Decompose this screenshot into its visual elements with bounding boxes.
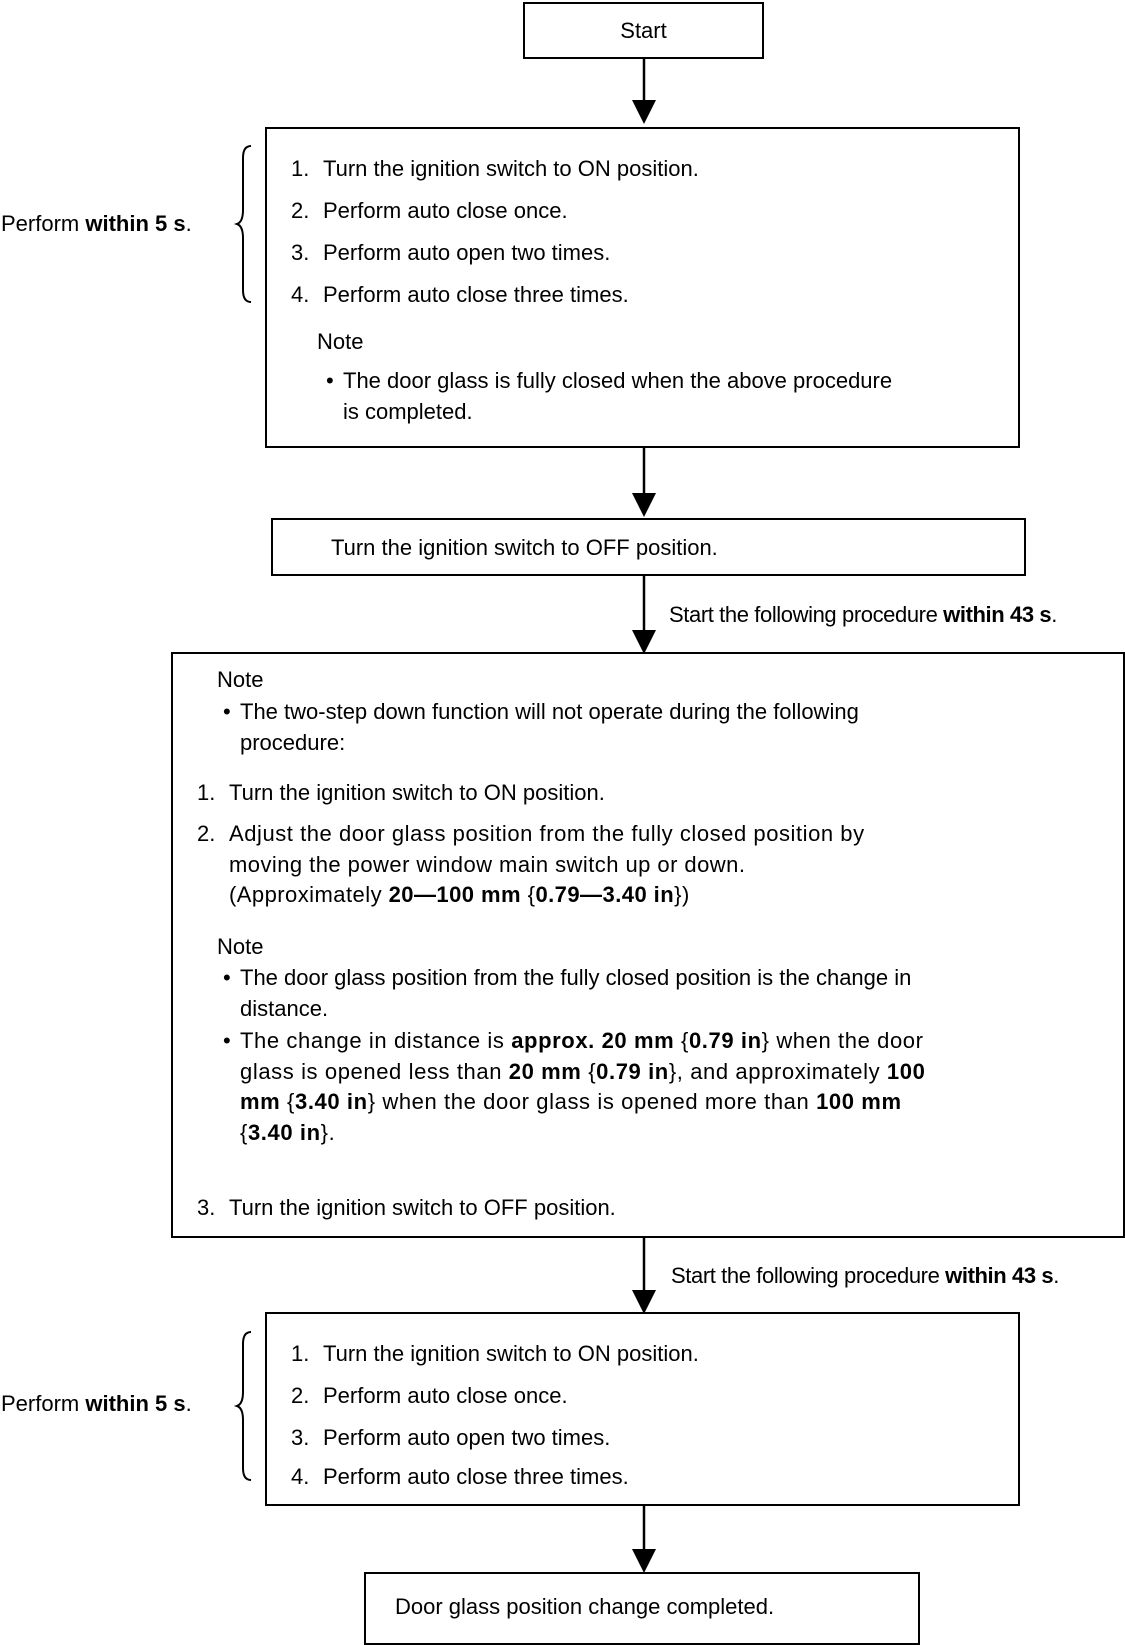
brace-block3 (233, 1331, 252, 1481)
block1-process: 1.Turn the ignition switch to ON positio… (265, 127, 1020, 448)
block2-step-1: 1.Turn the ignition switch to ON positio… (197, 780, 605, 805)
block2-note1-bullet: • The two-step down function will not op… (223, 699, 859, 755)
block2-note2-bullet2: • The change in distance is approx. 20 m… (223, 1028, 926, 1145)
arrow-start-to-block1 (632, 58, 656, 124)
block2-step-3: 3.Turn the ignition switch to OFF positi… (197, 1195, 616, 1220)
arrow-block3-to-end (632, 1505, 656, 1573)
bullet-icon: • (326, 368, 334, 393)
block3-step-2: 2.Perform auto close once. (291, 1383, 568, 1408)
block3-step-1: 1.Turn the ignition switch to ON positio… (291, 1341, 699, 1366)
block3-process: 1.Turn the ignition switch to ON positio… (265, 1312, 1020, 1506)
arrow-block2-to-block3 (632, 1237, 656, 1314)
block2-step-2-line2: moving the power window main switch up o… (229, 851, 746, 877)
bullet-icon: • (223, 1028, 231, 1053)
block2-note2-title: Note (217, 934, 264, 959)
ignition-off-label: Turn the ignition switch to OFF position… (331, 535, 718, 560)
block3-step-3: 3.Perform auto open two times. (291, 1425, 611, 1450)
side-label-block3: Perform within 5 s. (1, 1391, 192, 1416)
arrow-ignition-off-to-block2 (632, 575, 656, 654)
block1-note-title: Note (317, 329, 364, 354)
edge-label-after-block2: Start the following procedure within 43 … (671, 1263, 1059, 1288)
bullet-icon: • (223, 699, 231, 724)
bullet-icon: • (223, 965, 231, 990)
block2-step-2: 2.Adjust the door glass position from th… (197, 821, 865, 846)
block1-step-2: 2.Perform auto close once. (291, 198, 568, 223)
ignition-off-node: Turn the ignition switch to OFF position… (271, 518, 1026, 576)
block3-step-4: 4.Perform auto close three times. (291, 1464, 629, 1489)
block2-step-2-approx: (Approximately 20—100 mm {0.79—3.40 in}) (229, 882, 690, 907)
start-node: Start (523, 2, 764, 59)
block2-note2-bullet1: • The door glass position from the fully… (223, 965, 912, 1021)
side-label-block1: Perform within 5 s. (1, 211, 192, 236)
arrow-block1-to-ignition-off (632, 447, 656, 517)
block1-step-1: 1.Turn the ignition switch to ON positio… (291, 156, 699, 181)
block2-process: Note • The two-step down function will n… (171, 652, 1125, 1238)
end-label: Door glass position change completed. (395, 1594, 775, 1619)
edge-label-after-ignition-off: Start the following procedure within 43 … (669, 602, 1057, 627)
start-label: Start (620, 18, 667, 43)
end-node: Door glass position change completed. (364, 1572, 920, 1645)
block1-note-bullet: • The door glass is fully closed when th… (326, 368, 893, 424)
block1-step-3: 3.Perform auto open two times. (291, 240, 611, 265)
block2-note1-title: Note (217, 667, 264, 692)
brace-block1 (233, 145, 252, 303)
block1-step-4: 4.Perform auto close three times. (291, 282, 629, 307)
